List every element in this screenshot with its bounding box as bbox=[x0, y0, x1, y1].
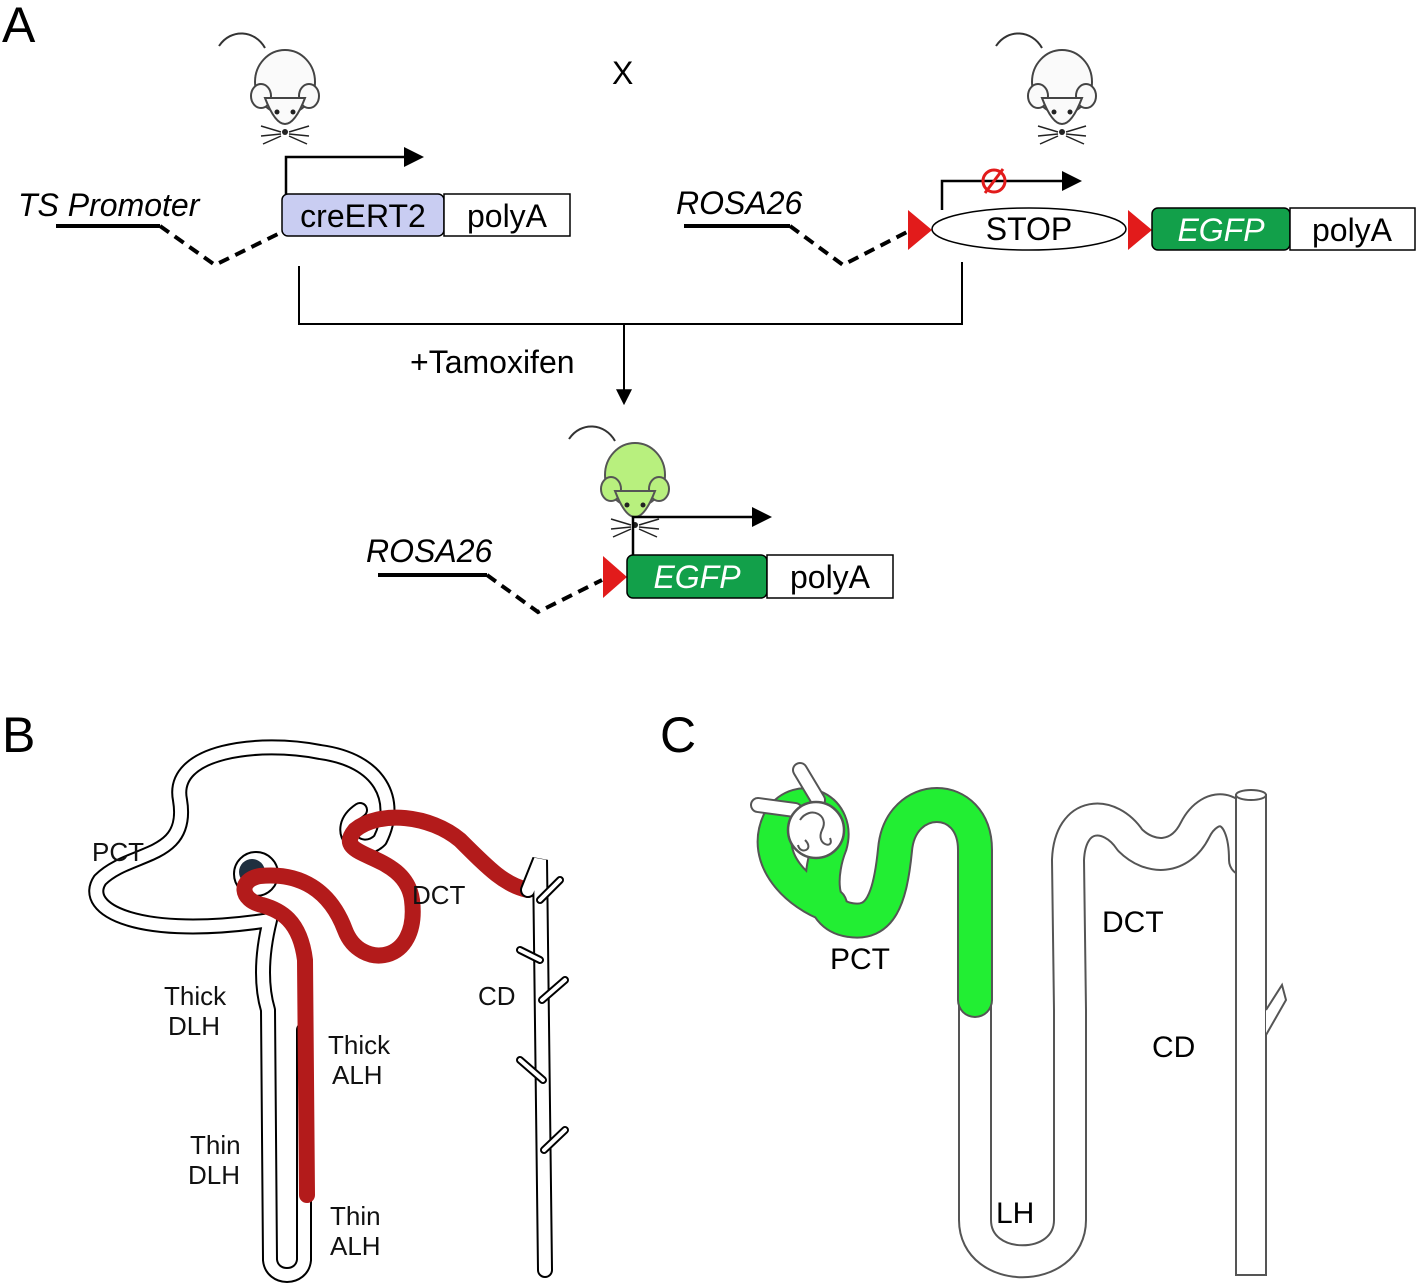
glomerulus bbox=[786, 800, 846, 860]
panel-b-letter: B bbox=[2, 707, 35, 763]
thick-alh-label: ALH bbox=[332, 1060, 383, 1090]
rosa26-label: ROSA26 bbox=[676, 185, 802, 221]
thin-alh-label: ALH bbox=[330, 1231, 381, 1261]
genomic-break-line bbox=[158, 224, 283, 268]
rosa26-label: ROSA26 bbox=[366, 533, 492, 569]
thick-dlh-label: DLH bbox=[168, 1011, 220, 1041]
egfp-label: EGFP bbox=[1177, 212, 1265, 248]
nephron-schematic bbox=[750, 762, 1288, 1279]
red-tubule bbox=[236, 809, 536, 1203]
stop-cassette bbox=[931, 207, 1127, 251]
collecting-duct bbox=[1235, 794, 1267, 1276]
polya-label: polyA bbox=[467, 198, 548, 234]
stop-label: STOP bbox=[986, 211, 1073, 247]
dct-label: DCT bbox=[412, 880, 466, 910]
panel-a-letter: A bbox=[2, 0, 36, 53]
polya-box bbox=[766, 554, 894, 599]
pct-label: PCT bbox=[92, 837, 144, 867]
loxp-triangle-icon bbox=[603, 556, 627, 598]
thin-dlh-label: Thin bbox=[190, 1130, 241, 1160]
polya-box bbox=[443, 193, 571, 237]
lh-label: LH bbox=[996, 1197, 1034, 1230]
creert2-label: creERT2 bbox=[300, 198, 426, 234]
cd-label: CD bbox=[478, 981, 516, 1011]
polya-box bbox=[1289, 207, 1416, 251]
polya-label: polyA bbox=[1312, 212, 1393, 248]
transcription-arrow bbox=[284, 147, 424, 194]
genomic-break-line bbox=[788, 224, 908, 268]
transcription-arrow bbox=[631, 507, 772, 555]
genomic-break-line bbox=[485, 573, 603, 615]
thick-alh-label: Thick bbox=[328, 1030, 391, 1060]
egfp-label: EGFP bbox=[653, 559, 741, 595]
thin-alh-label: Thin bbox=[330, 1201, 381, 1231]
ts-promoter-label: TS Promoter bbox=[18, 187, 201, 223]
pct-label: PCT bbox=[830, 943, 890, 976]
thin-dlh-label: DLH bbox=[188, 1160, 240, 1190]
polya-label: polyA bbox=[790, 559, 871, 595]
loxp-triangle-icon bbox=[908, 210, 932, 250]
mouse-icon bbox=[218, 32, 320, 145]
green-mouse-icon bbox=[568, 425, 670, 538]
panel-c-letter: C bbox=[660, 707, 696, 763]
dct-label: DCT bbox=[1102, 906, 1164, 939]
cross-symbol: X bbox=[612, 55, 633, 91]
thick-dlh-label: Thick bbox=[164, 981, 227, 1011]
mouse-icon bbox=[995, 32, 1097, 145]
tamoxifen-label: +Tamoxifen bbox=[410, 344, 575, 380]
transcription-arrow bbox=[940, 171, 1082, 210]
cd-label: CD bbox=[1152, 1031, 1195, 1064]
cross-bracket bbox=[298, 262, 963, 325]
loxp-triangle-icon bbox=[1128, 210, 1152, 250]
nephron-illustration bbox=[88, 739, 569, 1283]
blocked-transcription-icon bbox=[981, 168, 1007, 194]
